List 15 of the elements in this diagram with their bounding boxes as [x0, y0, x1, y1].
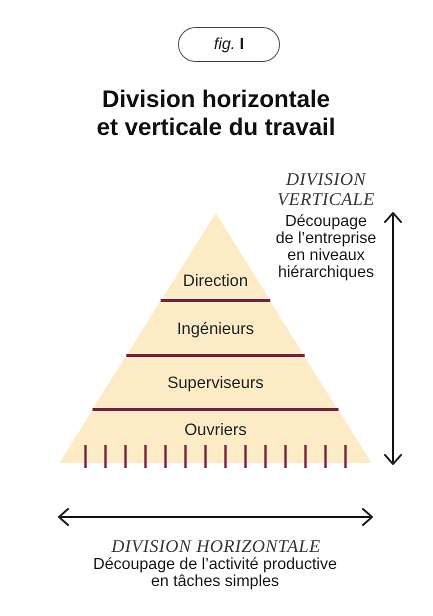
caption-text: Découpage de l’entreprise en niveaux hiérarchiques	[275, 213, 377, 281]
tier-label: Superviseurs	[167, 373, 264, 393]
diagram-title: Division horizontale et verticale du travail	[96, 86, 336, 142]
pyramid-tier	[59, 410, 372, 463]
tier-label: Direction	[182, 271, 248, 291]
caption-heading: DIVISION VERTICALE	[276, 169, 376, 209]
pyramid-tier	[126, 300, 305, 356]
pyramid-tier	[160, 213, 270, 300]
caption-heading: DIVISION HORIZONTALE	[111, 536, 321, 556]
caption-text: Découpage de l’activité productive en tâches simples	[92, 556, 338, 590]
tier-label: Ingénieurs	[176, 319, 254, 339]
tier-label: Ouvriers	[184, 420, 247, 440]
figure-badge	[178, 27, 280, 62]
pyramid-tier	[92, 356, 338, 410]
figure-number: fig. I	[214, 34, 244, 54]
